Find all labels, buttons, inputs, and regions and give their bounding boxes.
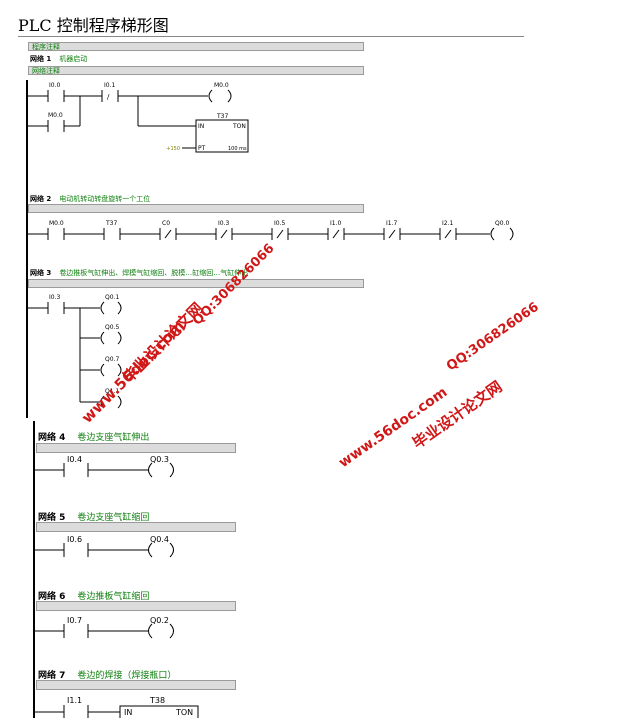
net7-timer-name: T38: [149, 696, 165, 705]
power-rail-upper: [26, 80, 28, 418]
net1-timer-pt: PT: [198, 145, 206, 152]
network-6-rung: [35, 623, 174, 639]
net2-contact-i21: I2.1: [442, 220, 453, 227]
program-comment-bar[interactable]: 程序注释: [28, 42, 364, 51]
network-5-label: 网络 5: [38, 513, 66, 523]
net2-coil-q00: Q0.0: [495, 220, 509, 227]
net2-contact-m00: M0.0: [49, 220, 64, 227]
net1-timer-name: T37: [216, 113, 228, 120]
power-rail-lower: [33, 421, 35, 718]
document-title: PLC 控制程序梯形图: [18, 16, 169, 35]
net2-contact-t37: T37: [105, 220, 117, 227]
net2-contact-i03: I0.3: [218, 220, 229, 227]
network-1-comment-bar[interactable]: 网络注释: [28, 66, 364, 75]
net1-timer-base: 100 ms: [228, 146, 247, 152]
network-7-label: 网络 7: [38, 671, 66, 681]
net5-contact-i06: I0.6: [67, 535, 82, 544]
network-1-label: 网络 1: [30, 55, 52, 63]
net1-timer-in: IN: [198, 123, 204, 130]
net4-coil-q03: Q0.3: [150, 455, 169, 464]
network-1-rungs: [28, 89, 249, 153]
network-3-comment-bar[interactable]: [28, 279, 364, 288]
net3-coil-q05: Q0.5: [105, 324, 119, 331]
net1-contact-i01-label: I0.1: [104, 82, 115, 89]
net6-coil-q02: Q0.2: [150, 616, 169, 625]
network-5-comment: 卷边支座气缸缩回: [77, 513, 150, 523]
network-6-comment-bar[interactable]: [36, 601, 236, 611]
network-3-rungs: [28, 301, 122, 409]
net1-timer-type: TON: [232, 123, 246, 130]
net5-coil-q04: Q0.4: [150, 535, 169, 544]
network-3-header: 网络 3 卷边推板气缸伸出、焊模气缸缩回、脱模…缸缩回…气缸伸出: [30, 268, 248, 278]
net2-contact-i17: I1.7: [386, 220, 397, 227]
net3-coil-q11: Q1.1: [105, 388, 119, 395]
network-5-comment-bar[interactable]: [36, 522, 236, 532]
network-6-header: 网络 6 卷边推板气缸缩回: [38, 589, 149, 602]
net2-contact-c0: C0: [162, 220, 170, 227]
network-3-label: 网络 3: [30, 269, 52, 277]
network-1-header: 网络 1 机器启动: [30, 54, 87, 64]
network-2-rung: [28, 227, 514, 241]
net2-contact-i05: I0.5: [274, 220, 285, 227]
net3-coil-q01: Q0.1: [105, 294, 119, 301]
network-7-comment: 卷边的焊接（焊接瓶口）: [77, 671, 177, 681]
network-6-label: 网络 6: [38, 592, 66, 602]
network-2-comment: 电动机转动转盘旋转一个工位: [59, 195, 151, 203]
network-1-comment: 机器启动: [59, 55, 88, 63]
network-7-header: 网络 7 卷边的焊接（焊接瓶口）: [38, 668, 176, 681]
network-7-rung: [35, 705, 199, 718]
network-7-comment-bar[interactable]: [36, 680, 236, 690]
network-2-label: 网络 2: [30, 195, 52, 203]
network-5-rung: [35, 542, 174, 558]
net1-contact-m00-label: M0.0: [48, 112, 63, 119]
network-3-comment: 卷边推板气缸伸出、焊模气缸缩回、脱模…缸缩回…气缸伸出: [59, 269, 249, 277]
network-4-rung: [35, 462, 174, 478]
net1-coil-m00-label: M0.0: [214, 82, 229, 89]
net4-contact-i04: I0.4: [67, 455, 82, 464]
net7-contact-i11: I1.1: [67, 696, 82, 705]
net3-contact-i03: I0.3: [49, 294, 60, 301]
net7-timer-type: TON: [175, 708, 193, 717]
top-rule: [18, 36, 524, 37]
net3-coil-q07: Q0.7: [105, 356, 119, 363]
net1-contact-i00-label: I0.0: [49, 82, 60, 89]
network-4-header: 网络 4 卷边支座气缸伸出: [38, 430, 149, 443]
net7-timer-in: IN: [124, 708, 132, 717]
network-6-comment: 卷边推板气缸缩回: [77, 592, 150, 602]
net1-contact-i01-not: /: [107, 93, 110, 101]
network-5-header: 网络 5 卷边支座气缸缩回: [38, 510, 149, 523]
network-2-comment-bar[interactable]: [28, 204, 364, 213]
network-2-header: 网络 2 电动机转动转盘旋转一个工位: [30, 194, 150, 204]
network-4-comment-bar[interactable]: [36, 443, 236, 453]
net6-contact-i07: I0.7: [67, 616, 82, 625]
network-4-comment: 卷边支座气缸伸出: [77, 433, 150, 443]
network-4-label: 网络 4: [38, 433, 66, 443]
net1-timer-pt-value: +150: [166, 146, 180, 152]
net2-contact-i10: I1.0: [330, 220, 341, 227]
